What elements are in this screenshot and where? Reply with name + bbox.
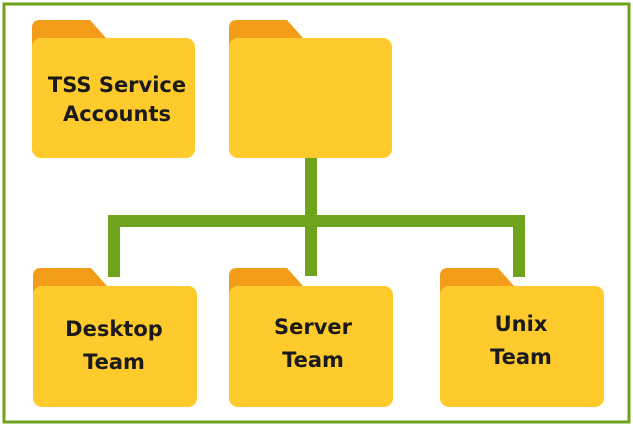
folder-icon: [229, 268, 393, 407]
folder-label-line1: Server: [274, 315, 353, 339]
folder-tss-service-accounts[interactable]: TSS Service Accounts: [32, 20, 195, 158]
folder-label-line1: Desktop: [65, 317, 163, 341]
folder-icon: [229, 20, 392, 158]
folder-icon: [33, 268, 197, 407]
folder-label-line1: Unix: [495, 312, 548, 336]
folder-unix-team[interactable]: Unix Team: [440, 268, 604, 407]
connector-unix-drop: [513, 215, 525, 277]
folder-icon: [440, 268, 604, 407]
connector-desktop-drop: [108, 215, 120, 277]
folder-desktop-team[interactable]: Desktop Team: [33, 268, 197, 407]
connector-horizontal: [108, 215, 525, 227]
connector-lines: [108, 155, 525, 277]
folder-label-line1: TSS Service: [48, 73, 186, 97]
folder-label-line2: Team: [83, 350, 145, 374]
folder-label-line2: Team: [282, 348, 344, 372]
folder-icon: [32, 20, 195, 158]
folder-server-team[interactable]: Server Team: [229, 268, 393, 407]
folder-label-line2: Team: [490, 345, 552, 369]
folder-label-line2: Accounts: [63, 102, 171, 126]
folder-parent[interactable]: [229, 20, 392, 158]
